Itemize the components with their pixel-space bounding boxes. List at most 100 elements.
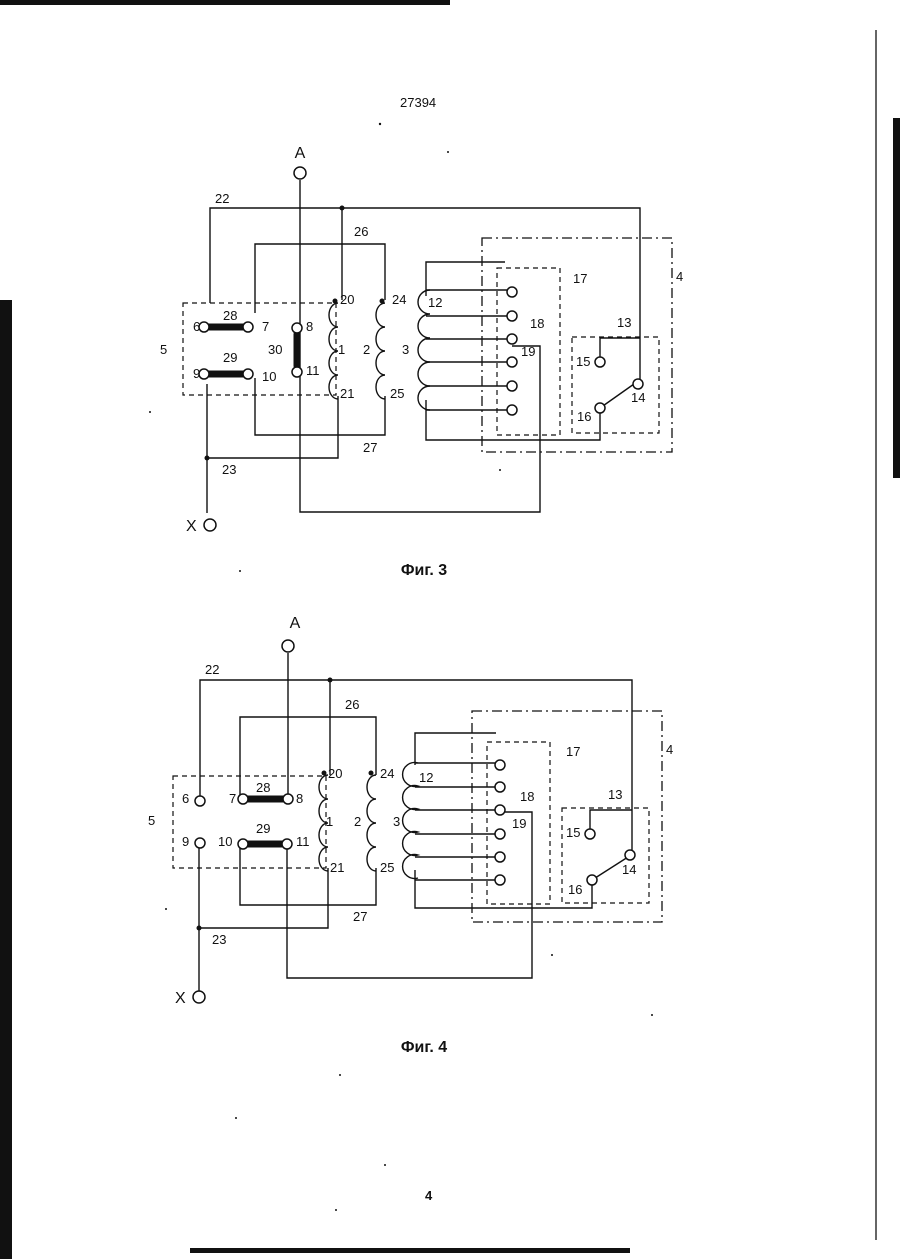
label-24: 24 [392, 292, 406, 307]
terminal-9 [199, 369, 209, 379]
terminal-7 [243, 322, 253, 332]
label-27: 27 [353, 909, 367, 924]
scan-bottom-edge [190, 1248, 630, 1253]
tap-contact [507, 311, 517, 321]
label-a: A [290, 615, 301, 632]
label-25: 25 [380, 860, 394, 875]
doc-number: 27394 [400, 95, 436, 110]
label-7: 7 [229, 791, 236, 806]
terminal-a [294, 167, 306, 179]
wire-15 [590, 810, 632, 830]
terminal-10 [243, 369, 253, 379]
figure-3: A X 22 26 27 23 6 28 7 8 30 9 29 10 11 5… [160, 145, 683, 579]
label-4: 4 [666, 742, 673, 757]
label-21: 21 [340, 386, 354, 401]
tap-contact [507, 357, 517, 367]
terminal-16 [595, 403, 605, 413]
box-5 [173, 776, 326, 868]
wire-27 [240, 848, 376, 905]
tap-contact [507, 287, 517, 297]
terminal-11 [292, 367, 302, 377]
label-29: 29 [256, 821, 270, 836]
scan-top-edge [0, 0, 450, 5]
coil-1 [329, 303, 338, 399]
label-14: 14 [622, 862, 636, 877]
label-2: 2 [363, 342, 370, 357]
label-4: 4 [676, 269, 683, 284]
tap-contact [507, 334, 517, 344]
label-26: 26 [354, 224, 368, 239]
label-23: 23 [212, 932, 226, 947]
label-27: 27 [363, 440, 377, 455]
label-19: 19 [512, 816, 526, 831]
junction-dot [328, 678, 333, 683]
scan-right-edge [893, 118, 900, 478]
label-3: 3 [393, 814, 400, 829]
label-25: 25 [390, 386, 404, 401]
label-23: 23 [222, 462, 236, 477]
label-28: 28 [223, 308, 237, 323]
caption-fig-3: Фиг. 3 [401, 562, 447, 579]
label-29: 29 [223, 350, 237, 365]
page-number: 4 [425, 1188, 433, 1203]
terminal-10 [238, 839, 248, 849]
terminal-14 [633, 379, 643, 389]
label-7: 7 [262, 319, 269, 334]
label-26: 26 [345, 697, 359, 712]
terminal-14 [625, 850, 635, 860]
label-13: 13 [617, 315, 631, 330]
terminal-16 [587, 875, 597, 885]
label-22: 22 [215, 191, 229, 206]
wire-a-to-tap19 [300, 180, 540, 512]
terminal-6 [199, 322, 209, 332]
label-9: 9 [193, 366, 200, 381]
caption-fig-4: Фиг. 4 [401, 1039, 447, 1056]
label-17: 17 [573, 271, 587, 286]
terminal-15 [595, 357, 605, 367]
terminal-x [193, 991, 205, 1003]
coil-3 [403, 763, 418, 879]
label-24: 24 [380, 766, 394, 781]
label-6: 6 [182, 791, 189, 806]
polarity-dot-1 [333, 299, 338, 304]
tap-contact [495, 875, 505, 885]
label-8: 8 [296, 791, 303, 806]
label-a: A [295, 145, 306, 162]
wire-23 [199, 868, 328, 928]
label-x: X [186, 518, 197, 535]
terminal-x [204, 519, 216, 531]
polarity-dot-2 [369, 771, 374, 776]
terminal-6 [195, 796, 205, 806]
wire-27 [255, 378, 385, 435]
label-10: 10 [218, 834, 232, 849]
terminal-7 [238, 794, 248, 804]
label-9: 9 [182, 834, 189, 849]
polarity-dot-2 [380, 299, 385, 304]
polarity-dot-1 [322, 771, 327, 776]
tap-contact [495, 829, 505, 839]
label-5: 5 [160, 342, 167, 357]
label-30: 30 [268, 342, 282, 357]
label-17: 17 [566, 744, 580, 759]
label-13: 13 [608, 787, 622, 802]
label-6: 6 [193, 319, 200, 334]
tap-contact [495, 805, 505, 815]
wire-15 [600, 338, 640, 357]
terminal-a [282, 640, 294, 652]
tap-contact [495, 782, 505, 792]
scan-left-edge [0, 300, 12, 1259]
label-18: 18 [530, 316, 544, 331]
figure-4: A X 22 26 27 23 6 7 28 8 9 10 29 11 5 20… [148, 615, 673, 1056]
junction-dot [205, 456, 210, 461]
label-16: 16 [577, 409, 591, 424]
label-1: 1 [326, 814, 333, 829]
label-11: 11 [306, 363, 320, 378]
label-18: 18 [520, 789, 534, 804]
label-8: 8 [306, 319, 313, 334]
label-12: 12 [419, 770, 433, 785]
tap-contact [507, 381, 517, 391]
label-2: 2 [354, 814, 361, 829]
label-3: 3 [402, 342, 409, 357]
tap-contact [495, 852, 505, 862]
